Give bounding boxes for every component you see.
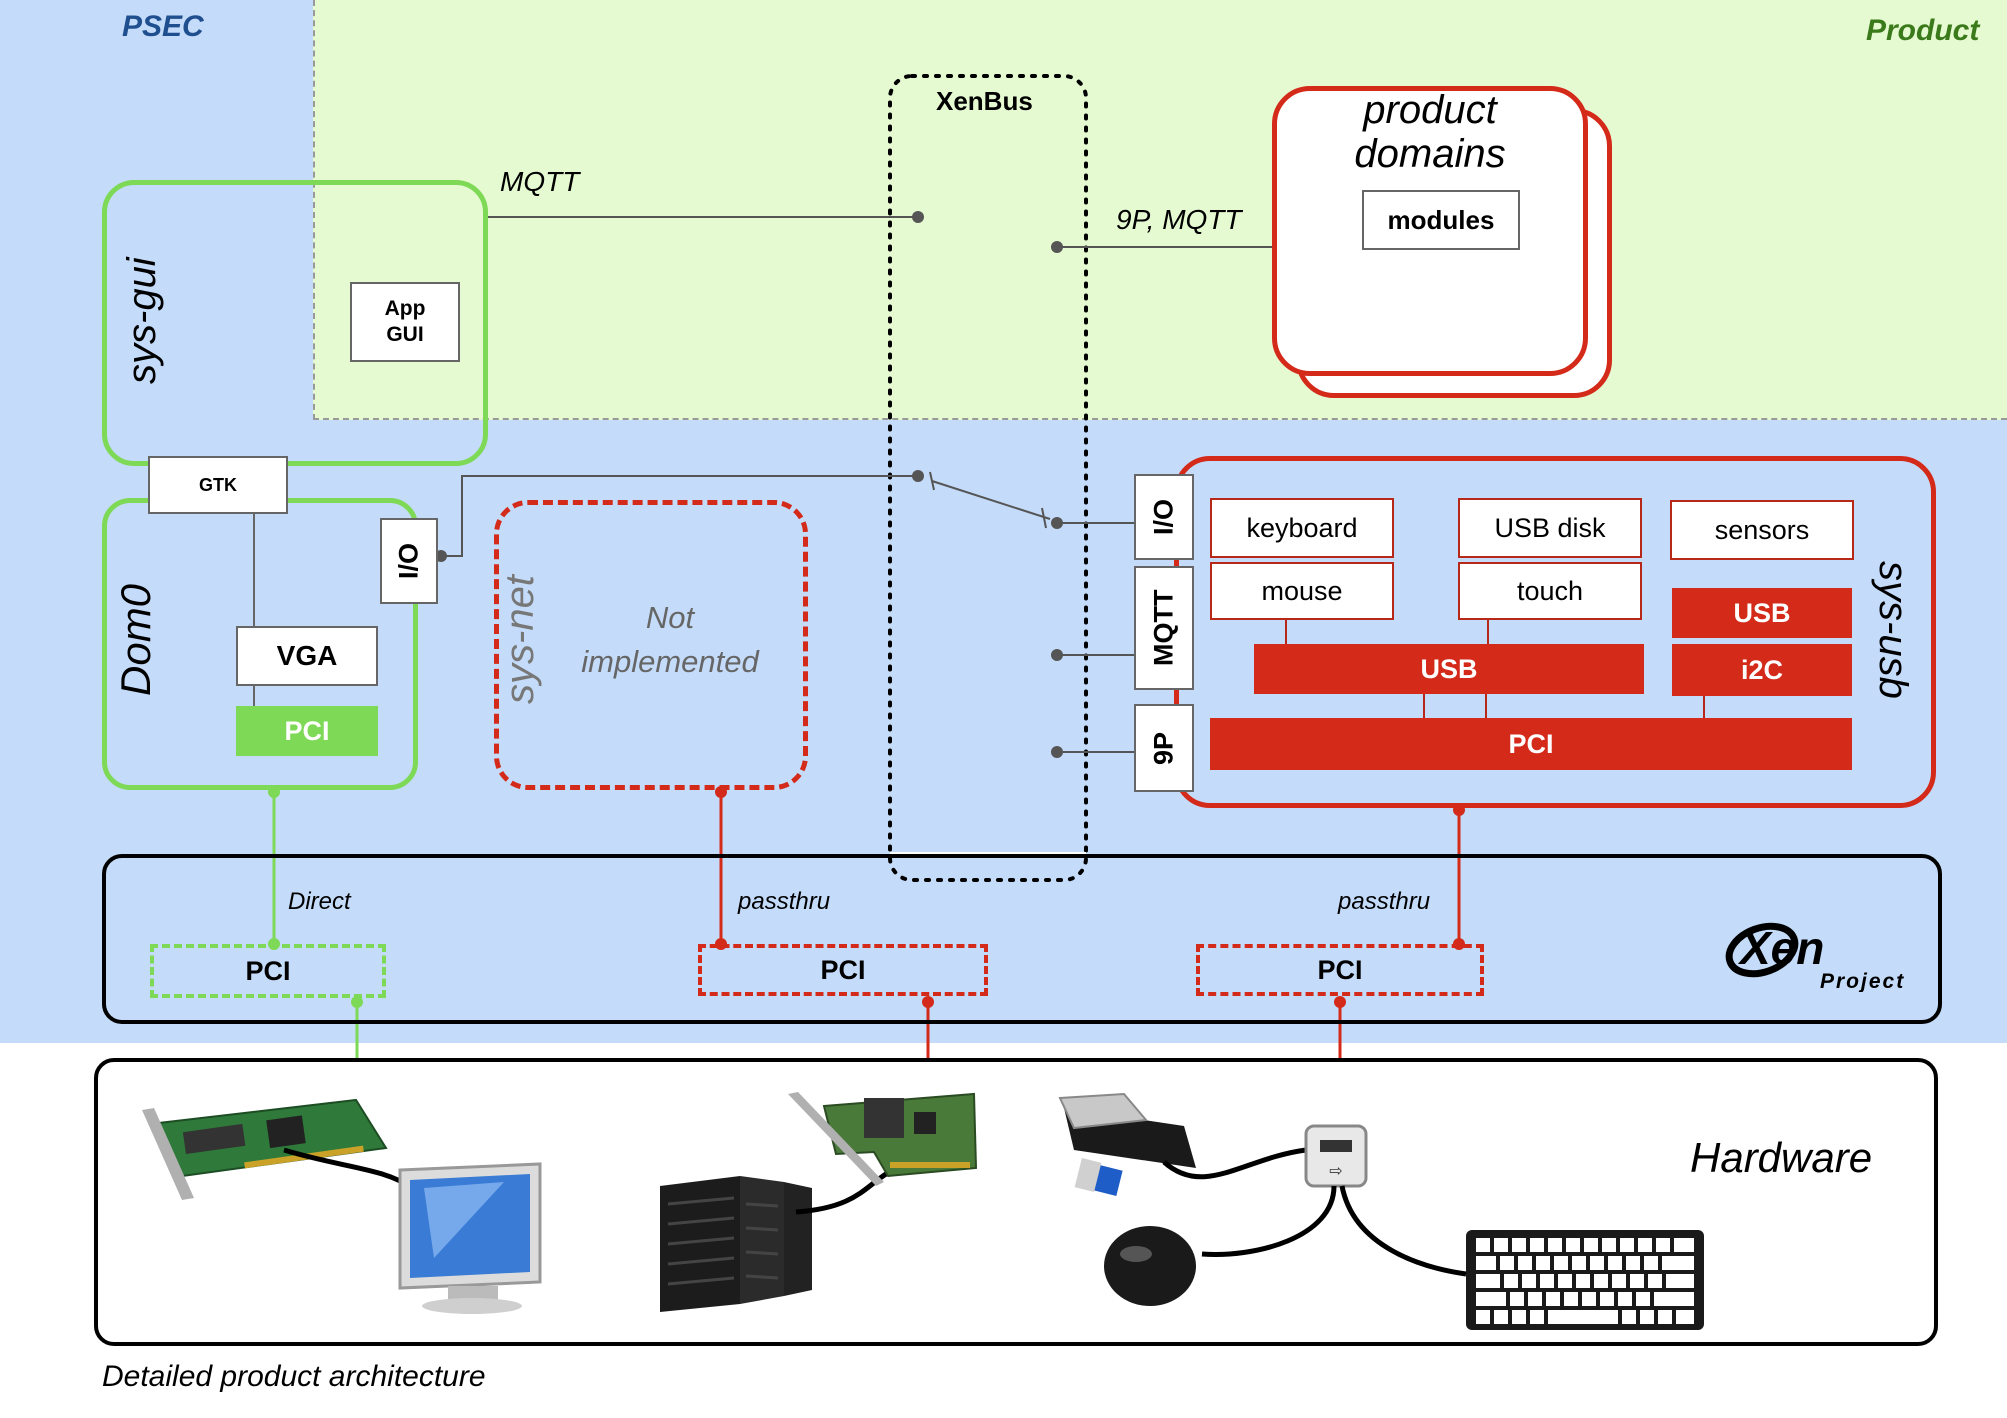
monitor-icon — [398, 1162, 542, 1314]
network-card-icon — [788, 1092, 978, 1186]
xen-pci-left: PCI — [150, 944, 386, 998]
server-rack-icon — [660, 1176, 812, 1312]
product-domains-title: product domains — [1272, 88, 1588, 176]
io-link-dot-right — [912, 470, 924, 482]
io-link-dot-left — [435, 550, 447, 562]
sensors-box: sensors — [1670, 500, 1854, 560]
xen-logo-main: Xen — [1737, 922, 1824, 974]
hardware-title: Hardware — [1690, 1134, 1873, 1181]
net-passthru-label: passthru — [738, 888, 831, 915]
product-zone — [313, 0, 2007, 420]
sys-gui-box — [102, 180, 488, 466]
sys-net-status-line2: implemented — [581, 644, 759, 679]
9p-mqtt-link-dot — [1051, 241, 1063, 253]
xenbus-box — [888, 74, 1088, 882]
direct-label: Direct — [288, 888, 351, 915]
xen-logo-sub: Project — [1820, 970, 1905, 992]
keyboard-icon — [1466, 1230, 1704, 1330]
sys-usb-io-port: I/O — [1134, 474, 1194, 560]
xen-layer-box — [102, 854, 1942, 1024]
xen-pci-right: PCI — [1196, 944, 1484, 996]
usb-9p-link-dot — [1051, 746, 1063, 758]
net-hw-dot-top — [922, 996, 934, 1008]
product-domains-title-line2: domains — [1354, 132, 1506, 176]
hub-mouse-cable — [1201, 1185, 1337, 1257]
usb-passthru-label: passthru — [1338, 888, 1431, 915]
sys-usb-title: sys-usb — [1871, 561, 1915, 699]
svg-text:⇨: ⇨ — [1329, 1163, 1342, 1180]
app-gui-line2: GUI — [386, 323, 424, 346]
xen-logo-swoosh — [1725, 922, 1799, 978]
dom0-io-port: I/O — [380, 518, 438, 604]
graphics-card-icon — [142, 1098, 388, 1200]
sys-usb-mqtt-port: MQTT — [1134, 566, 1194, 690]
io-link — [441, 475, 918, 557]
sys-net-title: sys-net — [498, 575, 542, 705]
monitor-cable — [283, 1147, 414, 1191]
keyboard-box: keyboard — [1210, 498, 1394, 558]
mouse-box: mouse — [1210, 562, 1394, 620]
usb-hw-dot-top — [1334, 996, 1346, 1008]
usb-stick-cable — [1162, 1147, 1307, 1180]
app-gui-line1: App — [384, 297, 426, 320]
sys-net-box — [494, 500, 808, 790]
hardware-illustrations: ⇨ — [142, 1092, 1704, 1330]
dom0-pci-bar: PCI — [236, 706, 378, 756]
io-switch-tick1 — [929, 471, 935, 491]
touch-box: touch — [1458, 562, 1642, 620]
gtk-box-overlay: GTK — [148, 456, 288, 514]
product-domains-title-line1: product — [1363, 88, 1497, 132]
xen-pci-mid: PCI — [698, 944, 988, 996]
i2c-bar: i2C — [1672, 644, 1852, 696]
sys-usb-9p-port: 9P — [1134, 704, 1194, 792]
sys-usb-pci-bar: PCI — [1210, 718, 1852, 770]
product-zone-label: Product — [1866, 14, 1980, 47]
mqtt-link-dot — [912, 211, 924, 223]
io-switch-tick2 — [1041, 507, 1047, 529]
hub-keyboard-cable — [1339, 1185, 1467, 1277]
usb-io-link-dot — [1051, 517, 1063, 529]
xenbus-label: XenBus — [936, 86, 1033, 116]
usb-disk-box: USB disk — [1458, 498, 1642, 558]
usb-side-bar: USB — [1672, 588, 1852, 638]
direct-hw-dot-top — [351, 996, 363, 1008]
figure-caption: Detailed product architecture — [102, 1360, 486, 1393]
app-gui-box: App GUI — [350, 282, 460, 362]
usb-stick-icon — [1058, 1092, 1196, 1196]
xen-project-logo: Xen Project — [1725, 922, 1905, 992]
sys-gui-title: sys-gui — [120, 257, 164, 385]
mqtt-label: MQTT — [500, 166, 580, 197]
modules-box: modules — [1362, 190, 1520, 250]
usb-bus-bar: USB — [1254, 644, 1644, 694]
usb-hub-icon: ⇨ — [1304, 1124, 1368, 1188]
sys-net-status: Not implemented — [560, 596, 780, 684]
vga-box: VGA — [236, 626, 378, 686]
dom0-title: Dom0 — [112, 583, 159, 697]
mouse-icon — [1104, 1226, 1196, 1306]
psec-zone-label: PSEC — [122, 10, 204, 43]
sys-net-status-line1: Not — [645, 600, 695, 635]
usb-mqtt-link-dot — [1051, 649, 1063, 661]
9p-mqtt-label: 9P, MQTT — [1116, 204, 1242, 235]
io-switch — [931, 480, 1051, 520]
